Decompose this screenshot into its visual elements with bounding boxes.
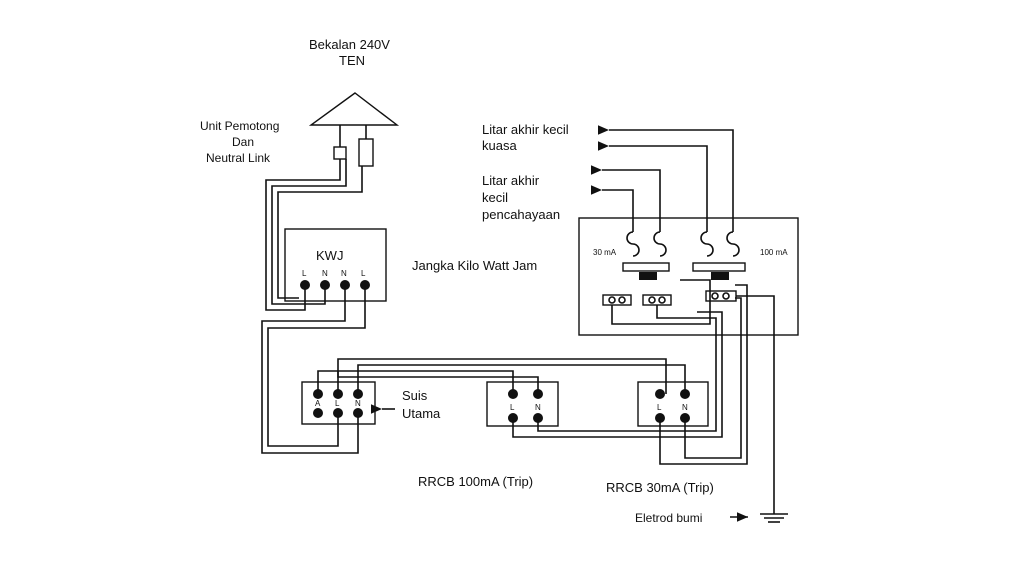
switch-terminal-dot: [333, 408, 343, 418]
kwj-terminal-n2: N: [341, 269, 347, 278]
rccb-100-terminal-dot: [533, 389, 543, 399]
supply-head: [308, 92, 400, 126]
power-circuit-label-line2: kuasa: [482, 138, 517, 153]
supply-label-line2: TEN: [339, 53, 365, 68]
lighting-circuit-label-line3: pencahayaan: [482, 207, 560, 222]
rccb-100-label: RRCB 100mA (Trip): [418, 474, 533, 489]
lighting-circuit-label-line2: kecil: [482, 190, 508, 205]
kwj-terminal-l1: L: [302, 269, 307, 278]
mcb-group-power: [692, 231, 746, 280]
switch-terminal-n: N: [355, 399, 361, 408]
rccb-30-terminal-dot: [655, 389, 665, 399]
kwj-label: Jangka Kilo Watt Jam: [412, 258, 537, 273]
db-label-100ma: 100 mA: [760, 248, 788, 257]
earth-label: Eletrod bumi: [635, 511, 702, 525]
db-label-30ma: 30 mA: [593, 248, 617, 257]
rccb-30-box: [637, 381, 709, 427]
lighting-circuit-label-line1: Litar akhir: [482, 173, 540, 188]
kwj-terminal-dot: [300, 280, 310, 290]
rccb-100-terminal-dot: [508, 389, 518, 399]
rccb-100-box: [486, 381, 559, 427]
power-circuit-wires: [597, 125, 734, 232]
switch-terminal-l: L: [335, 399, 340, 408]
rccb-to-board-wires: [512, 279, 748, 465]
distribution-board: [578, 217, 799, 336]
rccb-100-terminal-n: N: [535, 403, 541, 412]
kwj-terminal-dot: [320, 280, 330, 290]
cutout-label-line1: Unit Pemotong: [200, 119, 279, 133]
rccb-30-terminal-n: N: [682, 403, 688, 412]
neutral-link-30: [602, 294, 632, 306]
cutout-label-line2: Dan: [232, 135, 254, 149]
supply-label-line1: Bekalan 240V: [309, 37, 390, 52]
switch-to-rccb-wires: [317, 358, 686, 394]
mcb-group-lighting: [622, 231, 670, 280]
switch-terminal-dot: [353, 408, 363, 418]
rccb-30-terminal-l: L: [657, 403, 662, 412]
power-circuit-label-line1: Litar akhir kecil: [482, 122, 569, 137]
kwj-terminal-l2: L: [361, 269, 366, 278]
lighting-circuit-wires: [590, 165, 661, 232]
switch-label-line2: Utama: [402, 406, 441, 421]
switch-terminal-dot: [313, 408, 323, 418]
kwj-to-switch-wires: [261, 285, 366, 454]
rccb-30-terminal-dot: [680, 389, 690, 399]
rccb-100-terminal-l: L: [510, 403, 515, 412]
kwj-meter-box: [284, 228, 387, 302]
cutout-label-line3: Neutral Link: [206, 151, 271, 165]
rccb-30-label: RRCB 30mA (Trip): [606, 480, 714, 495]
switch-terminal-a: A: [315, 399, 321, 408]
kwj-terminal-n1: N: [322, 269, 328, 278]
switch-label-line1: Suis: [402, 388, 428, 403]
kwj-title: KWJ: [316, 248, 343, 263]
neutral-link-100: [642, 294, 672, 306]
earth-symbol: [736, 295, 788, 523]
